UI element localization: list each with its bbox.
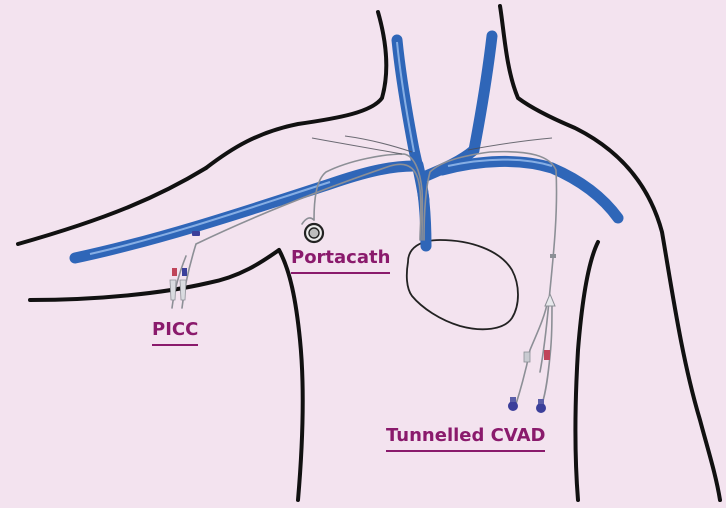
catheter-cap-icon [508, 397, 546, 413]
catheter-clamp-icon [550, 254, 556, 258]
left-subclavian-axillary-vein [75, 166, 414, 258]
right-subclavian-vein [442, 161, 618, 218]
heart-outline [407, 240, 518, 329]
picc-label: PICC [152, 319, 198, 346]
catheter-clamp-icon [172, 268, 177, 276]
cvad-bifurcation-hub [545, 294, 555, 306]
catheter-clamp-icon [182, 268, 187, 276]
great-veins [75, 36, 618, 258]
catheter-clamp-icon [192, 231, 200, 236]
tunnelled-cvad-label: Tunnelled CVAD [386, 425, 545, 452]
neck-left-outline [206, 12, 386, 168]
left-torso-outline [279, 250, 303, 500]
left-arm-lower-outline [30, 250, 279, 300]
port-reservoir-icon [305, 224, 323, 242]
portacath-label: Portacath [291, 247, 390, 274]
cvad-catheter-line [424, 152, 557, 372]
right-armpit-outline [575, 242, 598, 500]
picc-device [170, 231, 200, 300]
picc-catheter-line [182, 164, 421, 308]
catheter-clamp-icon [544, 350, 550, 360]
left-internal-jugular-vein [474, 36, 492, 150]
catheter-clamp-icon [524, 352, 530, 362]
